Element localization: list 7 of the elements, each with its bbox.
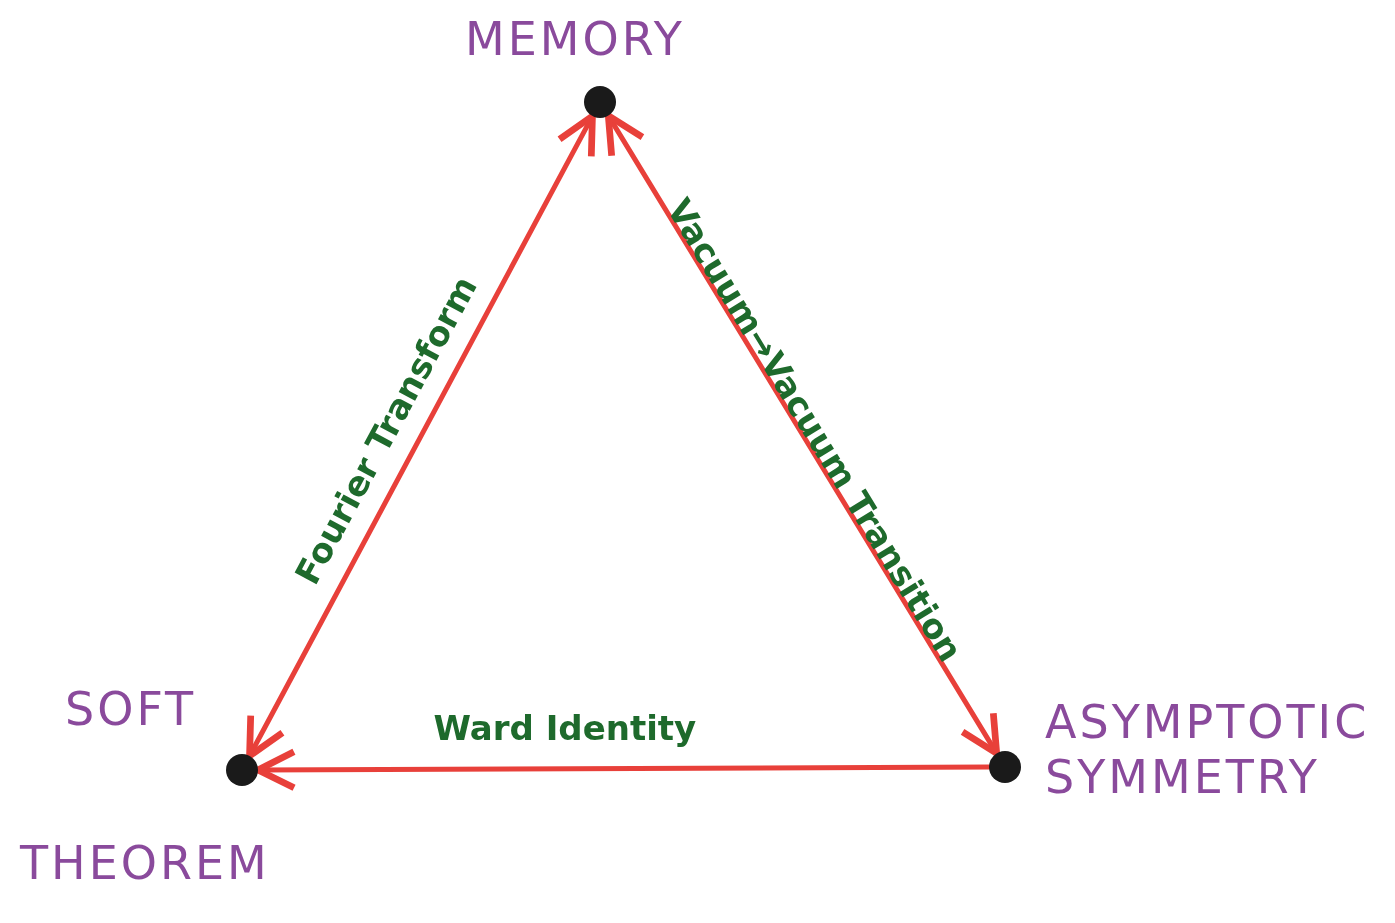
vertex-label: THEOREM xyxy=(20,836,270,892)
vertex-label: SOFT xyxy=(65,682,197,738)
arrow xyxy=(246,112,596,760)
vertex-label: MEMORY xyxy=(465,12,685,68)
edge-label: Ward Identity xyxy=(433,708,697,748)
arrow xyxy=(604,112,1001,757)
vertex-label: ASYMPTOTIC SYMMETRY xyxy=(1045,695,1371,806)
